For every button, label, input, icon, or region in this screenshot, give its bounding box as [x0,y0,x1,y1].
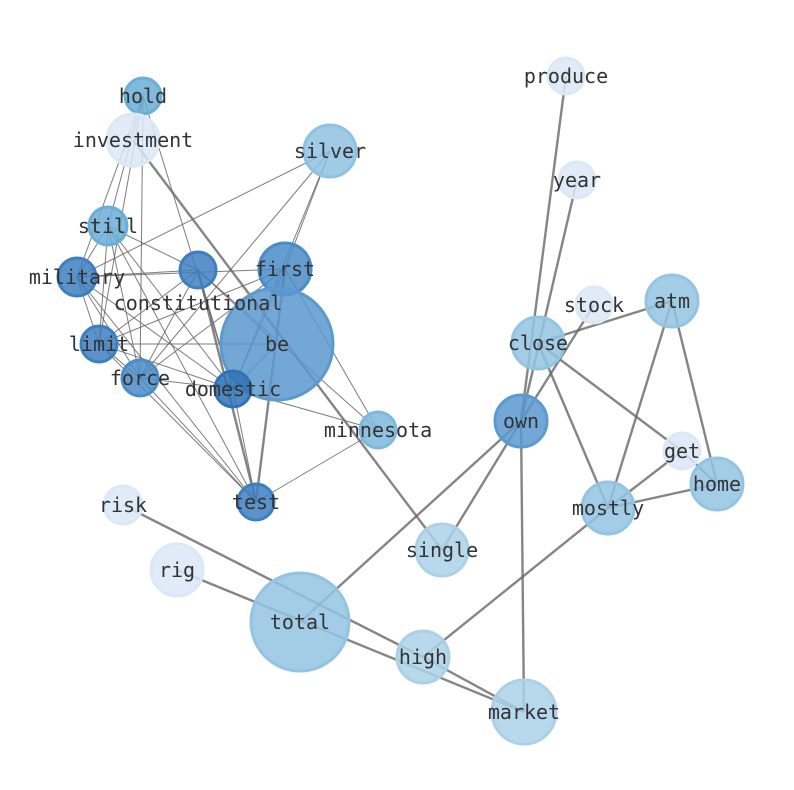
edge-atm-mostly [606,300,674,509]
edge-constitutional-limit [98,269,199,345]
node-label-silver: silver [294,139,366,163]
edge-mostly-high [422,507,609,658]
edge-limit-domestic [98,343,234,390]
node-still[interactable] [87,205,129,247]
edge-still-domestic [107,225,234,390]
edge-military-test [76,276,257,503]
edge-close-mostly [536,342,610,509]
node-silver[interactable] [302,123,358,179]
node-high[interactable] [395,629,451,685]
node-label-investment: investment [73,128,193,152]
node-military[interactable] [56,256,98,298]
node-produce[interactable] [546,56,586,96]
node-year[interactable] [557,160,597,200]
node-label-be: be [265,332,289,356]
edge-rig-market [176,568,525,714]
node-label-market: market [488,700,560,724]
node-label-first: first [255,257,315,281]
edge-first-limit [98,268,286,345]
node-label-constitutional: constitutional [114,291,283,315]
node-label-rig: rig [159,558,195,582]
edge-silver-force [139,150,331,379]
edge-close-get [537,342,683,452]
node-close[interactable] [510,315,566,371]
edge-constitutional-force [139,269,199,379]
node-test[interactable] [236,482,276,522]
node-label-get: get [664,439,700,463]
node-constitutional[interactable] [178,250,218,290]
node-mostly[interactable] [580,480,636,536]
node-limit[interactable] [79,324,119,364]
node-label-military: military [29,265,125,289]
node-label-produce: produce [524,64,608,88]
node-label-minnesota: minnesota [324,418,432,442]
node-label-high: high [399,645,447,669]
node-force[interactable] [120,358,160,398]
edge-still-force [107,225,141,379]
node-home[interactable] [689,456,745,512]
node-label-atm: atm [654,289,690,313]
edge-own-market [519,420,526,713]
node-label-home: home [693,472,741,496]
node-label-force: force [110,366,170,390]
node-label-stock: stock [564,293,624,317]
node-own[interactable] [493,393,549,449]
edge-force-test [139,377,257,503]
edge-still-test [107,225,257,503]
edge-year-own [519,179,579,422]
node-label-close: close [508,331,568,355]
node-label-total: total [270,610,330,634]
node-label-own: own [503,409,539,433]
edge-military-domestic [76,276,234,390]
node-label-limit: limit [69,332,129,356]
node-domestic[interactable] [213,369,253,409]
edge-minnesota-test [255,429,379,503]
node-label-risk: risk [99,493,147,517]
node-label-hold: hold [119,84,167,108]
edge-atm-home [670,300,719,485]
node-stock[interactable] [574,285,614,325]
node-be[interactable] [219,286,335,402]
node-label-domestic: domestic [185,377,281,401]
node-hold[interactable] [123,76,163,116]
node-investment[interactable] [105,112,161,168]
node-label-year: year [553,168,601,192]
node-atm[interactable] [644,273,700,329]
node-risk[interactable] [102,484,144,526]
node-label-test: test [232,490,280,514]
node-total[interactable] [249,571,351,673]
node-get[interactable] [662,431,702,471]
node-label-still: still [78,214,138,238]
edge-silver-military [76,150,331,278]
node-single[interactable] [414,522,470,578]
node-rig[interactable] [149,542,205,598]
node-market[interactable] [490,678,558,746]
node-label-single: single [406,538,478,562]
node-minnesota[interactable] [358,410,398,450]
node-label-mostly: mostly [572,496,644,520]
